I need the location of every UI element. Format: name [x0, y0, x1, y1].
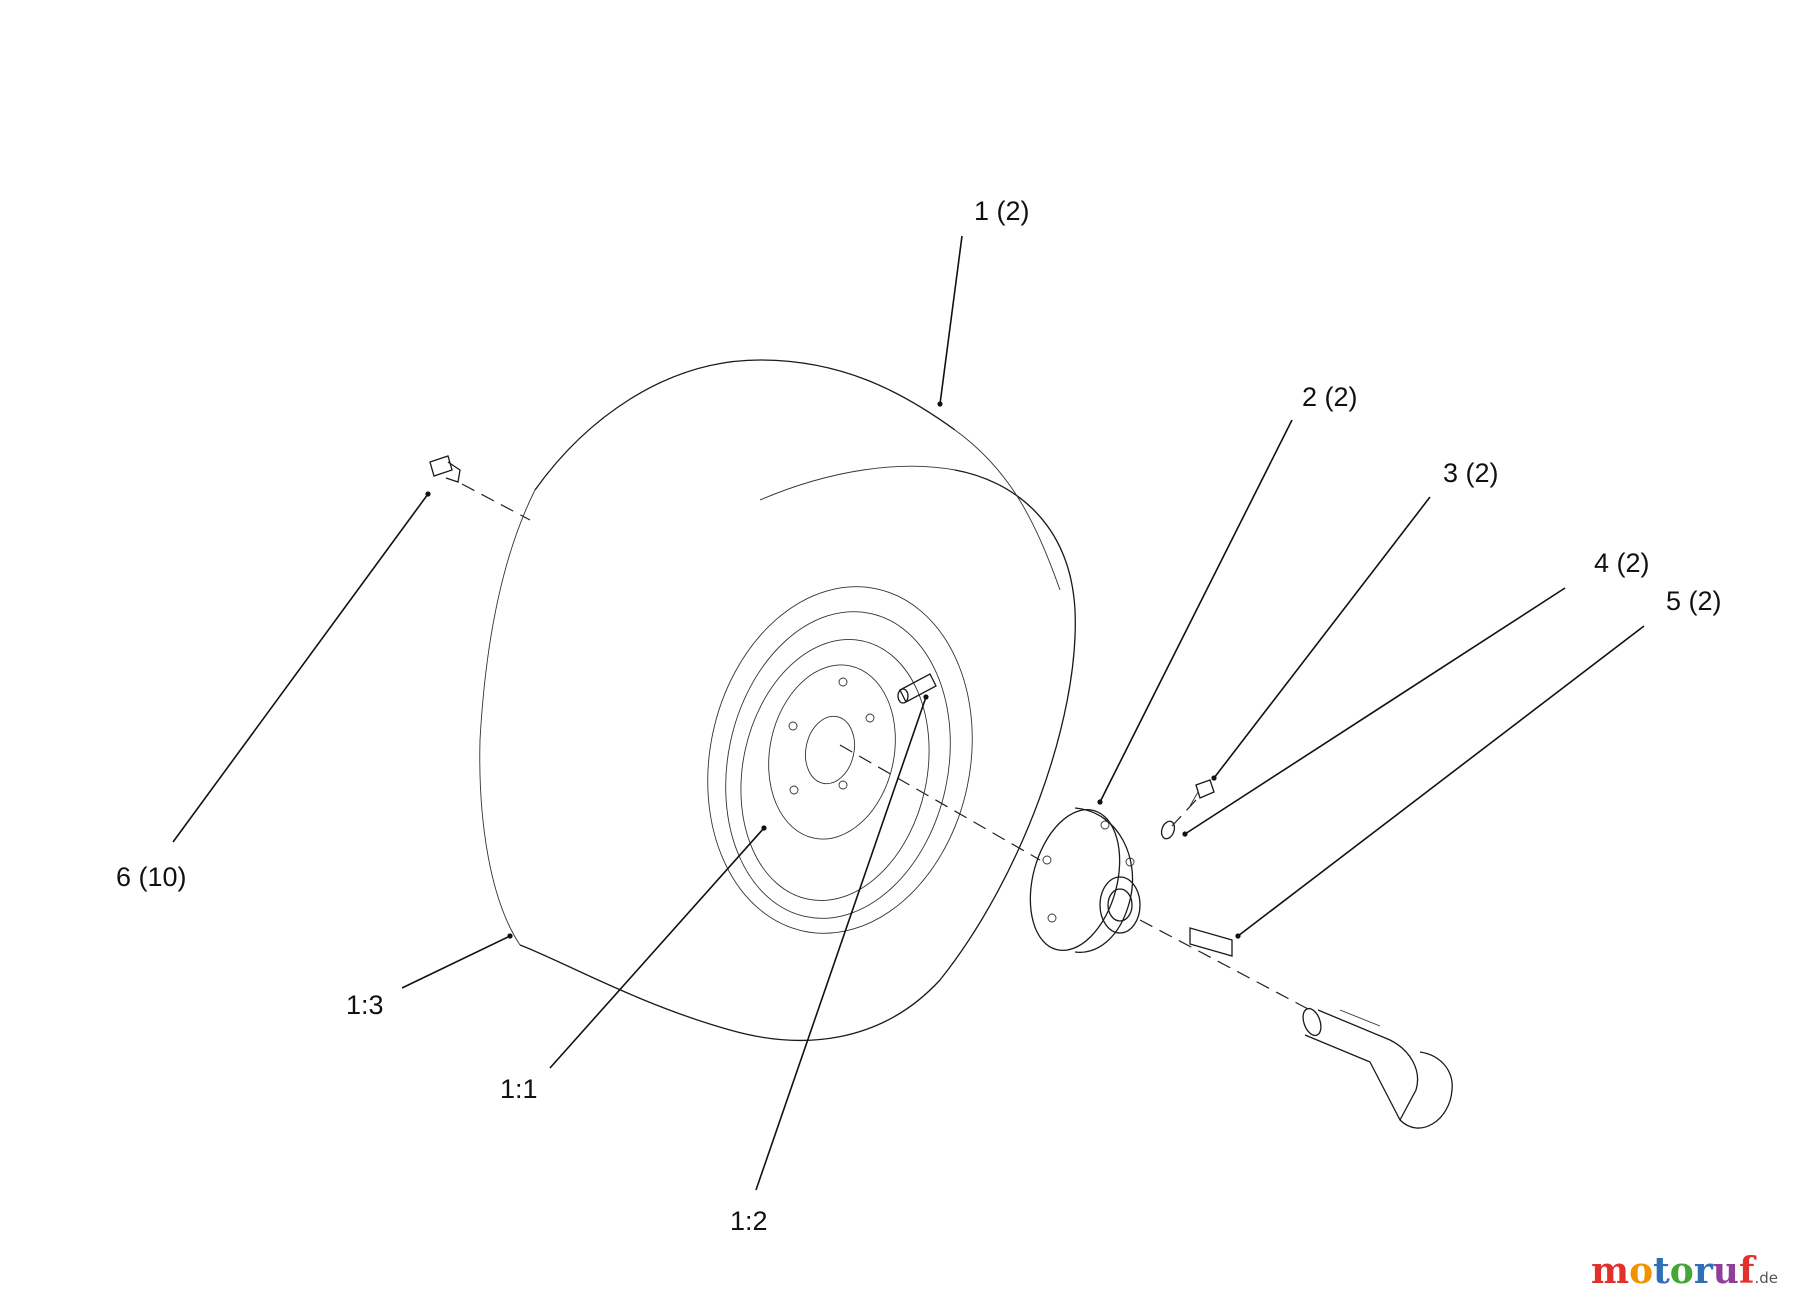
callout-3: 3 (2)	[1443, 458, 1499, 488]
rim-outer	[707, 586, 973, 934]
tire-sidewall	[519, 469, 1076, 1042]
callout-2: 2 (2)	[1302, 382, 1358, 412]
callout-4: 4 (2)	[1594, 548, 1650, 578]
watermark-letter: u	[1712, 1250, 1739, 1292]
bolt-hole	[838, 677, 848, 687]
washer	[1160, 820, 1176, 840]
shaft-key	[1189, 927, 1233, 957]
watermark-suffix: .de	[1754, 1269, 1778, 1287]
lug-nut	[429, 455, 531, 521]
watermark-letter: m	[1591, 1250, 1630, 1292]
watermark-letter: o	[1629, 1250, 1654, 1292]
tire-assembly	[479, 359, 1076, 1042]
tire-back-edge	[479, 489, 536, 946]
tire-top-shoulder	[759, 465, 956, 501]
axle-axis	[1139, 919, 1311, 1011]
watermark-letter: f	[1738, 1250, 1755, 1292]
watermark-letter: r	[1693, 1250, 1713, 1292]
watermark-logo: motoruf.de	[1591, 1250, 1778, 1292]
hub-plate	[768, 664, 896, 840]
callout-5: 5 (2)	[1666, 586, 1722, 616]
bolt-hole	[838, 780, 848, 790]
bolt-hole	[789, 785, 799, 795]
callout-1-1: 1:1	[500, 1074, 538, 1104]
valve-stem	[897, 673, 937, 704]
screw-axis	[1171, 799, 1197, 827]
axle	[1302, 1007, 1453, 1129]
tire-tread	[534, 359, 956, 491]
callout-1-3: 1:3	[346, 990, 384, 1020]
bolt-hole	[865, 713, 875, 723]
rim-inner	[740, 639, 930, 901]
tire-shoulder-right	[954, 429, 1061, 591]
set-screw	[1189, 779, 1215, 807]
wheel-hub	[1029, 807, 1141, 954]
watermark-letter: o	[1669, 1250, 1694, 1292]
leader-lines	[172, 235, 1645, 1191]
callout-1: 1 (2)	[974, 196, 1030, 226]
assembly-axis	[839, 744, 1041, 861]
callout-6: 6 (10)	[116, 862, 187, 892]
bolt-hole	[788, 721, 798, 731]
rim-mid	[725, 611, 951, 919]
hub-center	[805, 715, 855, 785]
callout-1-2: 1:2	[730, 1206, 768, 1236]
watermark-letter: t	[1653, 1250, 1670, 1292]
